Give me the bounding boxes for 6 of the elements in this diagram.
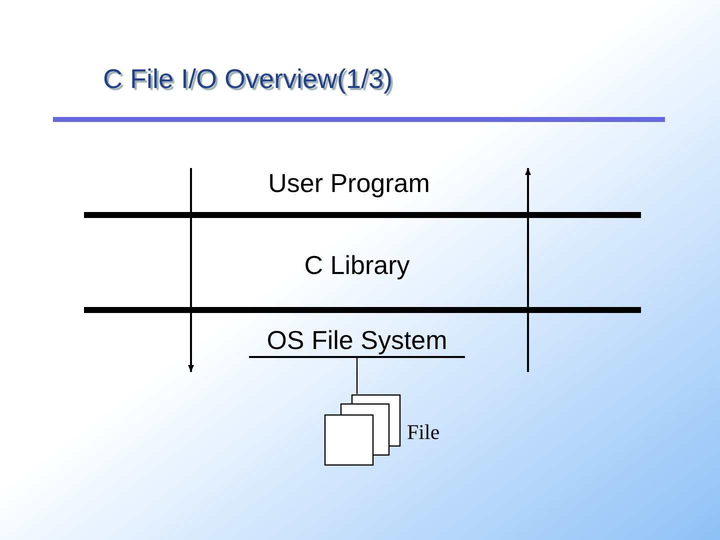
layer-label: C Library <box>277 245 437 281</box>
file-label: File <box>407 422 440 443</box>
layer-label: OS File System <box>249 325 465 358</box>
slide-title: C File I/O Overview(1/3) <box>103 66 393 93</box>
layer-label: User Program <box>239 163 459 199</box>
connector-line <box>356 358 358 394</box>
